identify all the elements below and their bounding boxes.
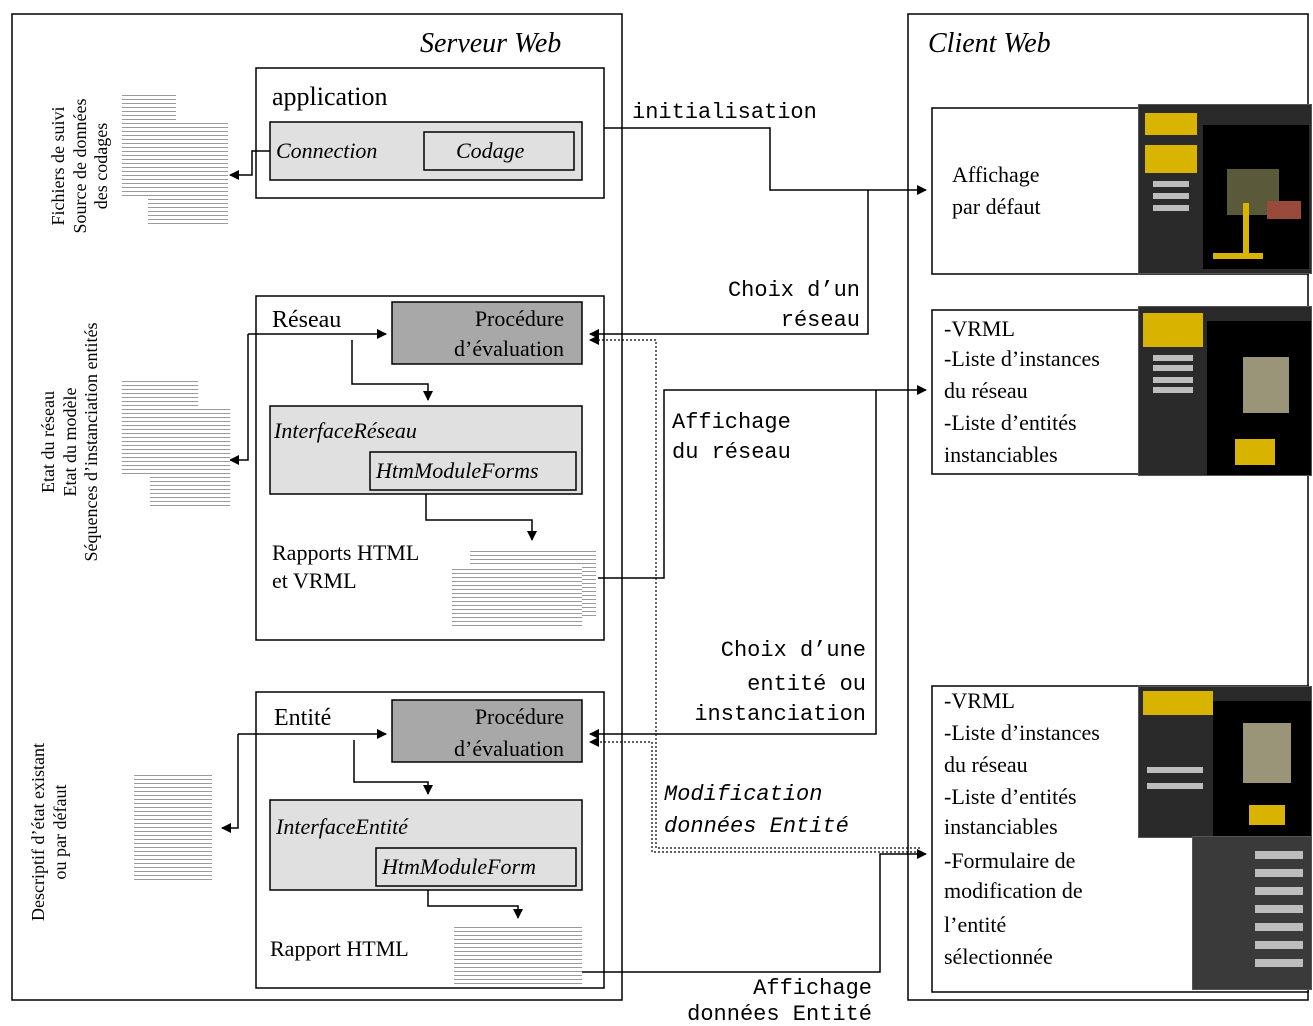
- client-box2-line2: -Liste d’instances: [944, 346, 1100, 371]
- flow-affichage-reseau-2: du réseau: [672, 440, 791, 465]
- codage-label: Codage: [456, 138, 525, 163]
- client-box3-line3: du réseau: [944, 752, 1028, 777]
- client-box3-line2: -Liste d’instances: [944, 720, 1100, 745]
- reports-line2: et VRML: [272, 568, 357, 593]
- flow-modification-1: Modification: [664, 782, 823, 807]
- htm-module-forms-label: HtmModuleForms: [376, 458, 539, 483]
- screenshot-entity-view: [1138, 686, 1312, 838]
- flow-affichage-reseau-1: Affichage: [672, 410, 791, 435]
- client-box3-line5: instanciables: [944, 814, 1058, 839]
- arrow-affichage-donnees: [582, 849, 927, 973]
- arrow-affichage-reseau: [598, 385, 927, 579]
- entite-label: Entité: [274, 705, 332, 731]
- htm-module-form-box: [375, 847, 577, 887]
- reseau-label: Réseau: [272, 307, 342, 333]
- flow-modification-2: données Entité: [664, 814, 849, 839]
- connection-label: Connection: [276, 138, 378, 163]
- htm-module-form-label: HtmModuleForm: [382, 854, 536, 879]
- interface-entite-label: InterfaceEntité: [276, 814, 408, 839]
- client-box2-line4: -Liste d’entités: [944, 410, 1077, 435]
- arrow-choix-entite: [589, 390, 877, 739]
- reports-line1: Rapports HTML: [272, 540, 420, 565]
- client-title: Client Web: [928, 28, 1051, 59]
- client-box2-line1: -VRML: [944, 316, 1015, 341]
- client-box3-line8: l’entité: [944, 912, 1007, 937]
- client-box3-line6: -Formulaire de: [944, 848, 1076, 873]
- client-box3-line4: -Liste d’entités: [944, 784, 1077, 809]
- reseau-procedure-line2: d’évaluation: [454, 336, 564, 361]
- screenshot-entity-form: [1192, 836, 1312, 990]
- reseau-procedure-box: [391, 301, 583, 365]
- flow-choix-reseau-2: réseau: [780, 308, 860, 333]
- document-rapport-html: [454, 924, 582, 984]
- document-descriptor: [134, 772, 212, 880]
- client-box3-line9: sélectionnée: [944, 944, 1053, 969]
- screenshot-network-view: [1138, 306, 1312, 476]
- dotted-modification-reseau: [589, 335, 920, 849]
- client-box2-line5: instanciables: [944, 442, 1058, 467]
- application-label: application: [272, 82, 388, 111]
- rapport-html-label: Rapport HTML: [270, 936, 409, 961]
- reseau-procedure-line1: Procédure: [474, 306, 564, 331]
- server-title: Serveur Web: [420, 28, 562, 59]
- client-box3-line1: -VRML: [944, 688, 1015, 713]
- flow-choix-reseau-1: Choix d’un: [727, 278, 860, 303]
- entite-procedure-box: [391, 699, 583, 763]
- client-box1-line1: Affichage: [952, 162, 1040, 187]
- client-frame: [907, 13, 1309, 1001]
- flow-choix-entite-1: Choix d’une: [720, 638, 866, 663]
- document-stack-state-front: [150, 406, 230, 506]
- codage-box: [423, 131, 575, 171]
- server-frame: [11, 13, 623, 1001]
- screenshot-default-view: [1138, 104, 1312, 274]
- flow-affichage-donnees-1: Affichage: [753, 976, 872, 1001]
- document-stack-reports-front: [452, 566, 582, 626]
- interface-reseau-label: InterfaceRéseau: [274, 418, 417, 443]
- flow-choix-entite-3: instanciation: [694, 702, 866, 727]
- client-box2-line3: du réseau: [944, 378, 1028, 403]
- arrow-initialisation: [604, 127, 927, 195]
- htm-module-forms-box: [369, 451, 577, 491]
- flow-initialisation: initialisation: [632, 100, 817, 125]
- arrow-choix-reseau: [589, 190, 869, 339]
- flow-affichage-donnees-2: données Entité: [687, 1002, 872, 1026]
- dotted-modification-entite: [589, 737, 920, 853]
- entite-procedure-line2: d’évaluation: [454, 736, 564, 761]
- arrow-connection-files: [229, 150, 270, 180]
- entite-procedure-line1: Procédure: [474, 704, 564, 729]
- document-stack-files-front: [148, 120, 228, 224]
- client-box1-line2: par défaut: [952, 194, 1041, 219]
- client-box3-line7: modification de: [944, 878, 1083, 903]
- flow-choix-entite-2: entité ou: [747, 672, 866, 697]
